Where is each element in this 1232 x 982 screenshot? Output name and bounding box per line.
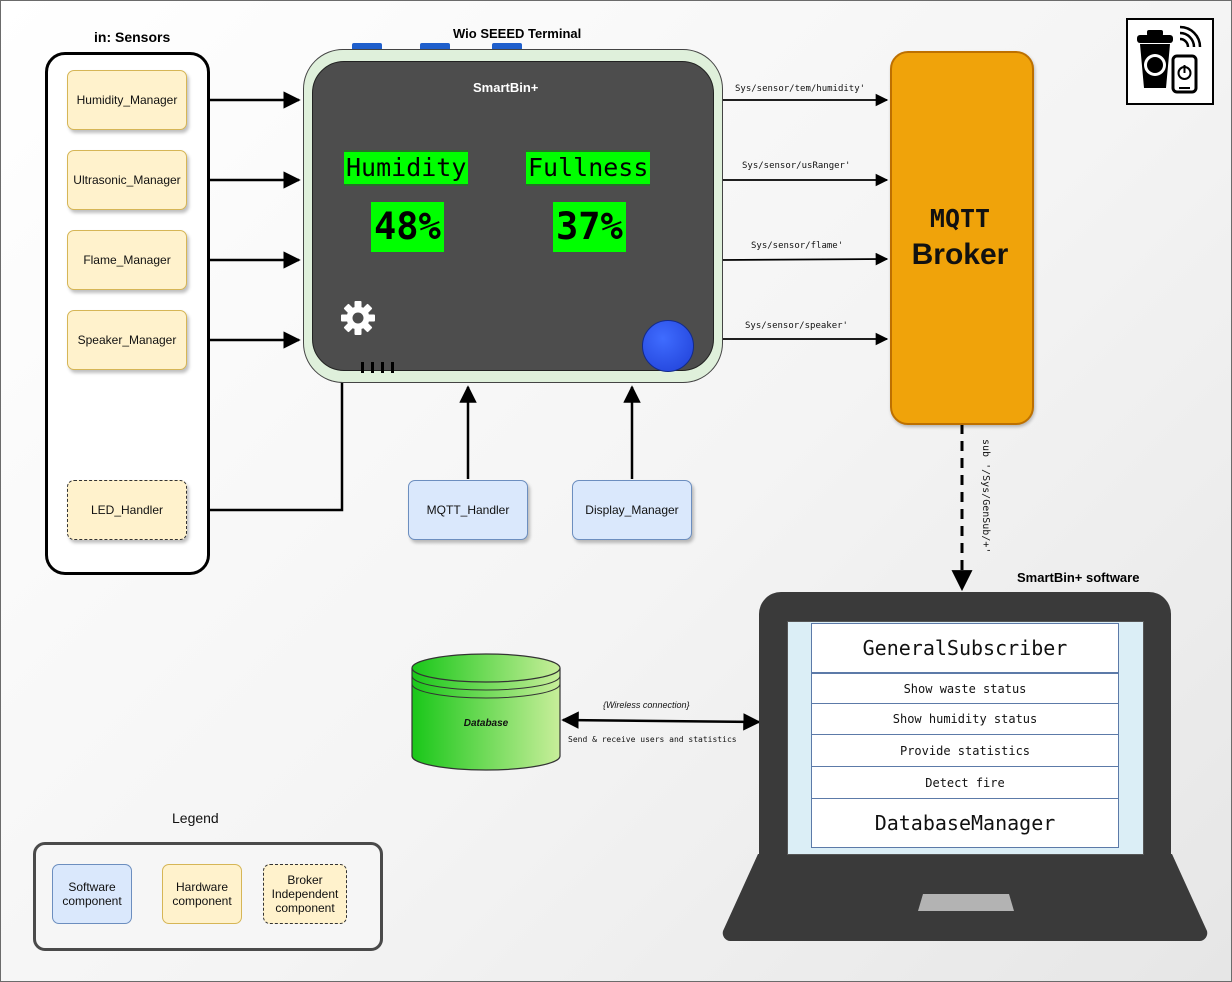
- topic-label-ultrasonic: Sys/sensor/usRanger': [742, 161, 851, 171]
- display-manager-box: Display_Manager: [572, 480, 692, 540]
- legend-hardware: Hardware component: [162, 864, 242, 924]
- legend-broker-independent: Broker Independent component: [263, 864, 347, 924]
- topic-label-flame: Sys/sensor/flame': [751, 241, 844, 251]
- humidity-label: Humidity: [344, 150, 469, 186]
- database-manager-footer: DatabaseManager: [811, 798, 1119, 848]
- flame-manager-box: Flame_Manager: [67, 230, 187, 290]
- gear-icon: [341, 301, 375, 335]
- topic-label-speaker: Sys/sensor/speaker': [745, 321, 848, 331]
- wireless-connection-label: {Wireless connection}: [603, 700, 690, 710]
- software-row-waste: Show waste status: [811, 673, 1119, 704]
- mqtt-broker-box: [890, 51, 1034, 425]
- subscription-label: sub '/Sys/GenSub/+': [980, 439, 991, 554]
- ultrasonic-manager-box: Ultrasonic_Manager: [67, 150, 187, 210]
- led-handler-box: LED_Handler: [67, 480, 187, 540]
- arrow-database-software: [561, 711, 761, 731]
- general-subscriber-header: GeneralSubscriber: [811, 623, 1119, 673]
- legend-software: Software component: [52, 864, 132, 924]
- terminal-top-button-2: [420, 43, 450, 50]
- arrow-terminal-to-led: [188, 382, 344, 519]
- mqtt-handler-box: MQTT_Handler: [408, 480, 528, 540]
- smart-bin-wireless-icon: [1137, 25, 1202, 94]
- database-label: Database: [463, 718, 509, 729]
- screen-title: SmartBin+: [473, 80, 539, 95]
- database-cylinder: [411, 653, 561, 771]
- logo-box: [1126, 18, 1214, 105]
- humidity-manager-box: Humidity_Manager: [67, 70, 187, 130]
- legend-title: Legend: [172, 810, 219, 826]
- software-title: SmartBin+ software: [1017, 570, 1140, 585]
- terminal-top-button-1: [352, 43, 382, 50]
- broker-title-line1: MQTT: [929, 204, 991, 233]
- laptop-touchpad: [918, 894, 1014, 911]
- software-row-humidity: Show humidity status: [811, 703, 1119, 735]
- arrow-topic-flame: [720, 252, 889, 266]
- topic-label-humidity: Sys/sensor/tem/humidity': [735, 84, 866, 94]
- fullness-label: Fullness: [526, 150, 651, 186]
- fullness-value: 37%: [553, 202, 626, 252]
- software-row-fire: Detect fire: [811, 766, 1119, 799]
- speaker-manager-box: Speaker_Manager: [67, 310, 187, 370]
- database-link-description: Send & receive users and statistics: [568, 735, 737, 744]
- vent-slots-icon: [361, 362, 394, 373]
- round-button-icon: [642, 320, 694, 372]
- sensors-title: in: Sensors: [94, 29, 171, 45]
- terminal-top-button-3: [492, 43, 522, 50]
- terminal-title: Wio SEEED Terminal: [453, 26, 582, 41]
- humidity-value: 48%: [371, 202, 444, 252]
- software-row-statistics: Provide statistics: [811, 734, 1119, 767]
- broker-title-line2: Broker: [911, 238, 1009, 271]
